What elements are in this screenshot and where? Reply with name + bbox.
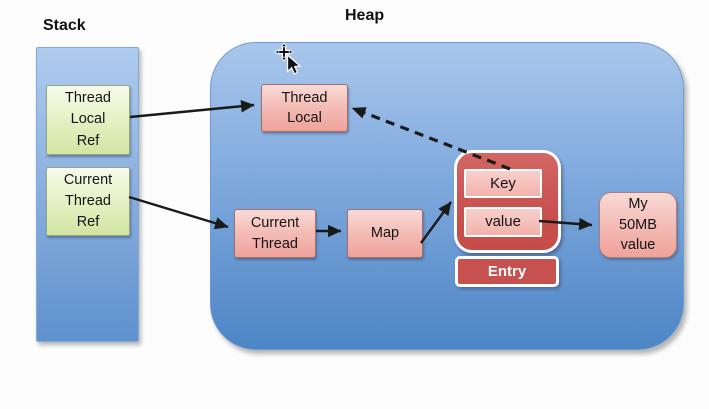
current-thread-ref-box: Current Thread Ref xyxy=(46,167,130,236)
move-cursor-icon xyxy=(274,42,302,75)
current-thread-box: Current Thread xyxy=(234,209,316,258)
entry-container xyxy=(454,150,561,253)
my-50mb-value-box: My 50MB value xyxy=(599,192,677,258)
key-box: Key xyxy=(464,169,542,198)
thread-local-box: Thread Local xyxy=(261,84,348,132)
entry-label-badge: Entry xyxy=(455,256,559,287)
thread-local-ref-box: Thread Local Ref xyxy=(46,85,130,155)
heap-region-label: Heap xyxy=(345,7,385,24)
stack-region-label: Stack xyxy=(43,17,86,34)
value-box: value xyxy=(464,207,542,237)
map-box: Map xyxy=(347,209,423,258)
